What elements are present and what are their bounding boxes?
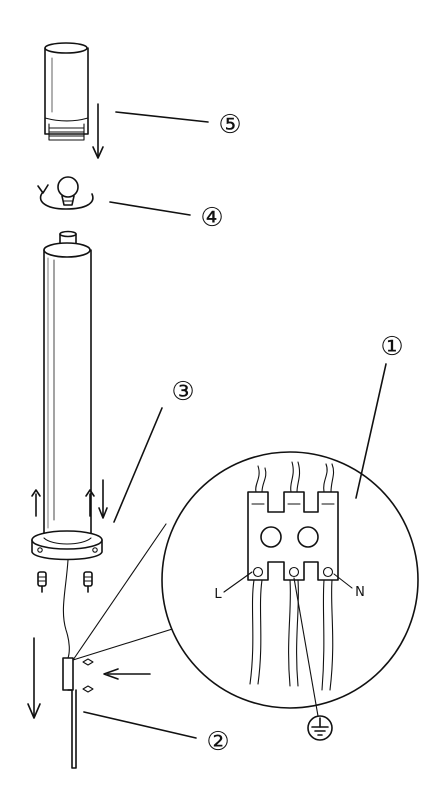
down-arrow-icon (27, 637, 41, 719)
rotate-arrow-icon (37, 184, 94, 210)
terminal-block (247, 491, 339, 581)
ground-leader (293, 577, 319, 717)
power-cable (62, 559, 70, 659)
cap-part (44, 42, 89, 141)
zoom-lines (72, 523, 183, 661)
leader-line-1 (355, 363, 387, 499)
down-arrow-icon (92, 103, 104, 159)
leader-line-3 (113, 407, 163, 523)
neutral-leader (333, 573, 353, 589)
top-wires (255, 461, 335, 493)
callout-2: ② (206, 727, 229, 757)
callout-5: ⑤ (218, 110, 241, 140)
bulb-icon (57, 176, 79, 206)
anchor-icon (37, 571, 93, 593)
lamp-post (31, 230, 103, 561)
callout-1: ① (380, 332, 403, 362)
leader-line-4 (109, 201, 191, 216)
connector-box (62, 657, 74, 691)
left-arrow-icon (103, 668, 151, 680)
clip-mark (82, 658, 94, 666)
callout-3: ③ (171, 377, 194, 407)
leader-line-5 (115, 111, 209, 123)
terminal-neutral-label: N (355, 585, 365, 600)
screw-icon (31, 479, 108, 519)
leader-line-2 (83, 711, 197, 739)
clip-mark (82, 685, 94, 693)
ground-rod (67, 689, 77, 769)
live-leader (223, 571, 253, 593)
callout-4: ④ (200, 203, 223, 233)
terminal-live-label: L (214, 587, 222, 602)
bottom-wires (249, 579, 334, 691)
ground-icon (307, 715, 333, 741)
